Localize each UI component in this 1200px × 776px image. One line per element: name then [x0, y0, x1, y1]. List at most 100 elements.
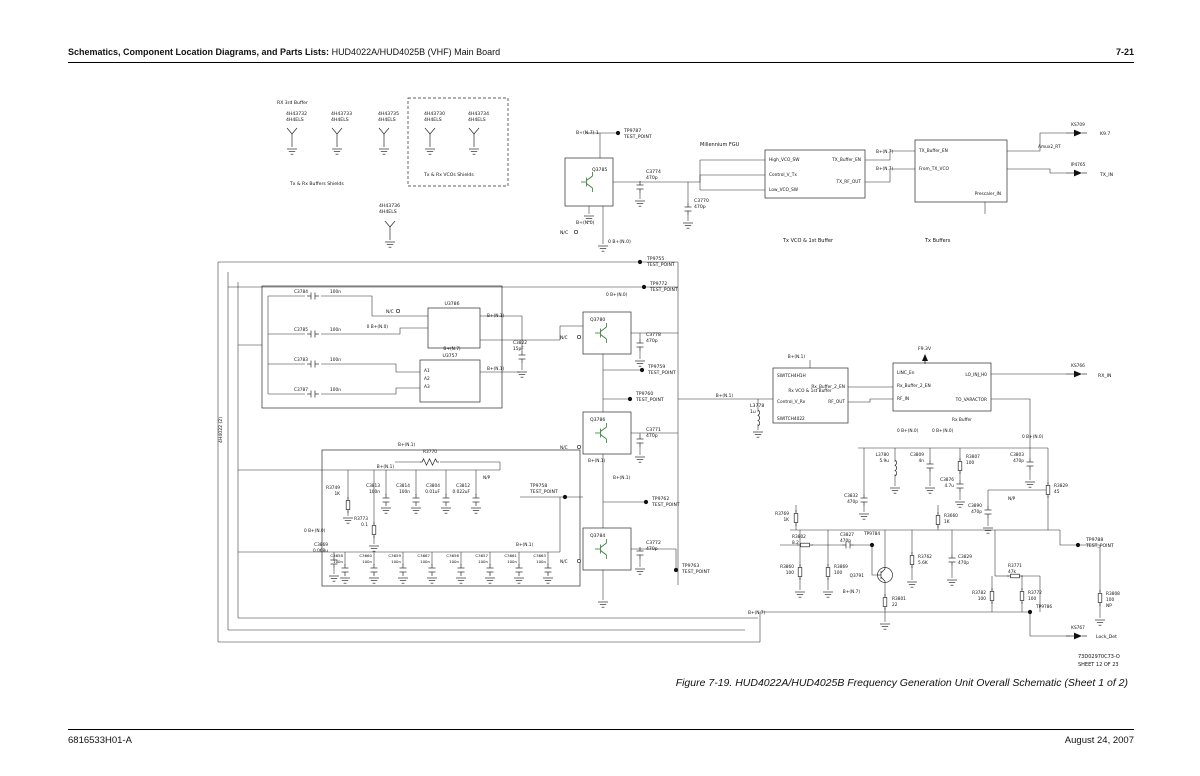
- block-box: [564, 157, 614, 207]
- wire: [688, 174, 765, 183]
- schematic-label: R3660: [944, 513, 958, 519]
- transistor-symbol: [600, 434, 607, 440]
- resistor-symbol: [1045, 485, 1051, 495]
- schematic-label: TO_VARACTOR: [955, 397, 987, 403]
- schematic-label: N/C: [560, 230, 568, 236]
- figure-caption: Figure 7-19. HUD4022A/HUD4025B Frequency…: [675, 677, 1128, 689]
- schematic-label: 100n: [362, 559, 372, 564]
- schematic-label: B+(N.0): [576, 220, 595, 226]
- wire: [1007, 132, 1066, 152]
- antenna-symbol: [378, 127, 385, 135]
- schematic-label: TP9760: [635, 391, 653, 397]
- schematic-label: 47k: [1008, 569, 1016, 575]
- connector-symbol: [1074, 129, 1082, 137]
- schematic-label: B+(N.7): [843, 589, 861, 595]
- wire: [480, 315, 523, 351]
- schematic-label: Q3785: [592, 167, 607, 173]
- schematic-label: TEST_POINT: [647, 370, 676, 376]
- nc-circle: [573, 229, 579, 235]
- schematic-label: C3661: [504, 553, 517, 558]
- block-box: [914, 139, 1008, 203]
- resistor-symbol: [345, 500, 351, 510]
- schematic-label: IP4765: [1071, 162, 1086, 168]
- schematic-label: L3778: [750, 403, 764, 409]
- schematic-label: KS766: [1071, 363, 1085, 369]
- wire: [1007, 168, 1066, 174]
- schematic-label: 0.068u: [313, 548, 328, 554]
- schematic-label: TEST_POINT: [635, 397, 664, 403]
- transistor-circle-symbol: [880, 568, 886, 574]
- schematic-label: B+(N.1): [613, 475, 631, 481]
- block-box: [321, 449, 581, 587]
- test-point: [562, 494, 568, 500]
- schematic-label: 0 B+(N.0): [897, 428, 919, 434]
- schematic-label: Q3784: [590, 533, 605, 539]
- schematic-label: C3803: [1010, 452, 1024, 458]
- schematic-label: TEST_POINT: [651, 502, 680, 508]
- schematic-label: 100n: [399, 489, 410, 495]
- schematic-label: NP: [1106, 603, 1112, 609]
- schematic-label: Q3791: [850, 573, 865, 579]
- schematic-label: 0 B+(N.0): [608, 239, 631, 245]
- schematic-label: R3771: [1008, 563, 1022, 569]
- connector-symbol: [1074, 370, 1082, 378]
- schematic-label: C3813: [366, 483, 380, 489]
- block-box: [261, 285, 503, 409]
- schematic-label: N/P: [483, 475, 491, 481]
- schematic-label: B+(N.1): [788, 354, 806, 360]
- schematic-label: LINC_En: [897, 370, 915, 376]
- schematic-label: 100n: [536, 559, 546, 564]
- schematic-label: C3785: [294, 327, 308, 333]
- test-point: [639, 367, 645, 373]
- schematic-label: 22: [892, 602, 898, 608]
- schematic-label: 470p: [958, 560, 969, 566]
- schematic-label: 4H4ELS: [468, 117, 486, 123]
- resistor-symbol: [882, 597, 888, 607]
- schematic-label: R3807: [966, 454, 980, 460]
- antenna-symbol: [336, 127, 343, 135]
- schematic-label: B+(N.1): [588, 458, 606, 464]
- schematic-label: TX_Buffer_EN: [831, 157, 861, 163]
- schematic-label: B+(N.1): [487, 366, 505, 372]
- schematic-label: R3801: [892, 596, 906, 602]
- schematic-label: TEST_POINT: [646, 262, 675, 268]
- schematic-label: B+(N.1): [487, 313, 505, 319]
- wire: [848, 398, 893, 403]
- schematic-label: 4n: [919, 458, 925, 464]
- schematic-label: C3771: [646, 427, 661, 433]
- schematic-label: R3829: [1054, 483, 1068, 489]
- block-box: [764, 149, 866, 199]
- schematic-label: R3782: [972, 590, 986, 596]
- antenna-symbol: [429, 127, 436, 135]
- schematic-label: SWITCH4H1H: [777, 373, 806, 379]
- schematic-label: 4H43733: [331, 111, 352, 117]
- schematic-label: TEST_POINT: [649, 287, 678, 293]
- wire: [631, 548, 677, 570]
- schematic-label: 100: [978, 596, 986, 602]
- inductor-symbol: [757, 409, 760, 427]
- resistor-symbol: [909, 555, 915, 565]
- supply-arrow: [922, 354, 928, 361]
- resistor-symbol: [371, 525, 377, 535]
- schematic-label: 0.01uF: [425, 489, 440, 495]
- schematic-label: RX_IN: [1098, 373, 1111, 379]
- schematic-label: 5.9u: [879, 458, 889, 464]
- schematic-label: 1K: [944, 519, 950, 525]
- schematic-label: C3812: [456, 483, 470, 489]
- schematic-label: 4H4ELS: [331, 117, 349, 123]
- schematic-label: TEST_POINT: [1085, 543, 1114, 549]
- antenna-symbol: [424, 127, 431, 135]
- antenna-symbol: [473, 127, 480, 135]
- header-rule: [68, 62, 1134, 63]
- antenna-symbol: [468, 127, 475, 135]
- schematic-label: 100n: [330, 387, 341, 393]
- schematic-label: 73D02970C73-O: [1078, 654, 1120, 660]
- schematic-label: 100n: [330, 327, 341, 333]
- page-footer: 6816533H01-A August 24, 2007: [68, 735, 1134, 746]
- schematic-label: Tx VCO & 1st Buffer: [782, 238, 834, 244]
- transistor-symbol: [586, 183, 593, 189]
- schematic-label: 1u: [750, 409, 756, 415]
- schematic-label: 4H4ELS: [378, 117, 396, 123]
- schematic-label: Rx_Buffer_2_EN: [811, 384, 845, 390]
- transistor-symbol: [600, 550, 607, 556]
